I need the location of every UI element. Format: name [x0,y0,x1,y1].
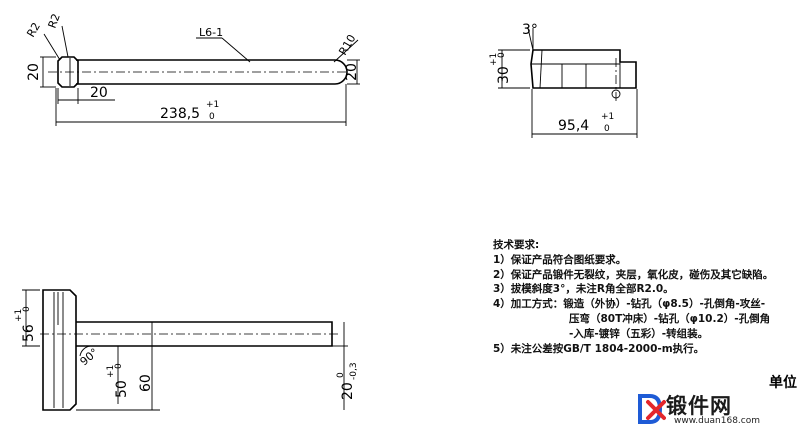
dim-head-height-tol-lower: 0 [22,306,32,312]
dim-arm-width-tol-lower: -0,3 [349,362,359,380]
tech-line-1: 1）保证产品符合图纸要求。 [493,253,627,266]
top-right-view: 3° 30 +1 0 95,4 +1 0 [489,22,638,138]
dim-length: 95,4 [558,118,589,134]
dim-thickness-tol-upper: +1 [489,53,499,66]
top-left-view: 20 20 20 238,5 +1 0 R2 R2 L6-1 R10 [24,12,360,126]
dim-overall-length: 238,5 [160,106,200,122]
technical-requirements: 技术要求: 1）保证产品符合图纸要求。 2）保证产品锻件无裂纹，夹层，氧化皮，碰… [493,238,798,356]
tech-heading: 技术要求: [493,239,540,251]
bend-angle: 90° [78,346,101,368]
watermark-url: www.duan168.com [674,416,761,426]
dim-thickness-tol-lower: 0 [497,52,507,58]
tech-line-2: 2）保证产品锻件无裂纹，夹层，氧化皮，碰伤及其它缺陷。 [493,268,774,281]
dim-arm-width-tol-upper: 0 [336,372,346,378]
dim-arm-offset-tol-upper: +1 [106,365,116,378]
watermark: 锻件网 www.duan168.com [636,390,800,430]
bottom-view: 90° 56 +1 0 50 +1 0 60 20 0 -0,3 [14,289,359,411]
dim-overall-length-tol-lower: 0 [209,112,215,122]
callout-part-number: L6-1 [199,26,223,39]
dim-head-height: 56 [21,324,37,342]
callout-r10: R10 [336,32,358,57]
dim-end-height: 20 [344,63,360,81]
dim-length-tol-upper: +1 [601,112,614,122]
draft-angle: 3° [522,22,538,38]
dim-thickness: 30 [496,66,512,84]
dim-head-height: 20 [26,63,42,81]
dim-length-tol-lower: 0 [604,124,610,134]
dim-arm-width: 20 [340,382,356,400]
callout-r2-left: R2 [24,20,43,39]
tech-line-4: 4）加工方式：锻造（外协）-钻孔（φ8.5）-孔倒角-攻丝- [493,298,766,311]
dim-head-width: 20 [90,85,108,101]
dim-overall-length-tol-upper: +1 [206,100,219,110]
dim-head-height-tol-upper: +1 [14,309,24,322]
tech-line-3: 3）拔模斜度3°，未注R角全部R2.0。 [493,283,674,296]
dim-arm-offset-tol-lower: 0 [114,363,124,369]
tech-line-4-cont-1: 压弯（80T冲床）-钻孔（φ10.2）-孔倒角 [569,312,771,325]
dim-arm-offset: 50 [114,380,130,398]
watermark-logo-icon [638,394,666,424]
unit-label: 单位 [769,375,797,391]
callout-r2-right: R2 [46,12,63,30]
tech-line-4-cont-2: -入库-镀锌（五彩）-转组装。 [569,327,709,340]
dim-total-height: 60 [138,374,154,392]
tech-line-5: 5）未注公差按GB/T 1804-2000-m执行。 [493,342,705,355]
watermark-name: 锻件网 [666,394,732,418]
